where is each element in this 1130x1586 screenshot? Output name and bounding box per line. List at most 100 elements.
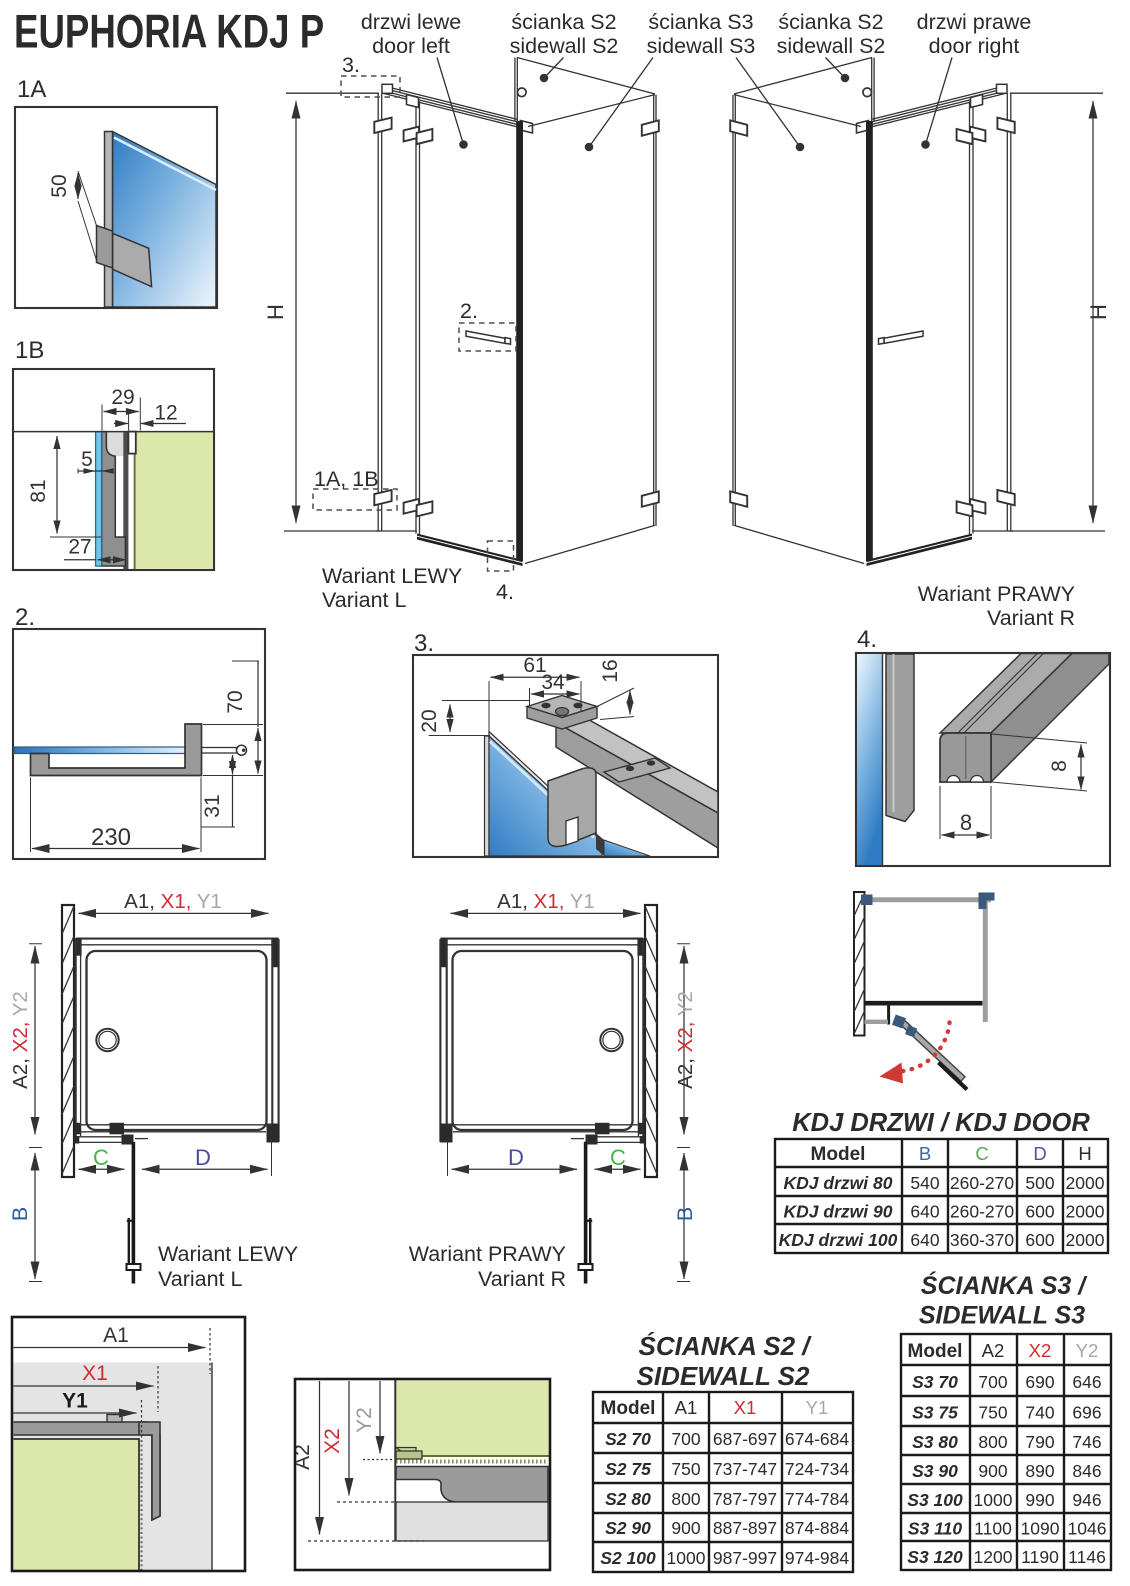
svg-text:D: D bbox=[508, 1145, 524, 1170]
svg-text:34: 34 bbox=[541, 671, 565, 694]
svg-text:S2 70: S2 70 bbox=[605, 1429, 651, 1449]
svg-text:Variant R: Variant R bbox=[987, 606, 1075, 630]
svg-text:KDJ drzwi 90: KDJ drzwi 90 bbox=[784, 1202, 893, 1222]
svg-text:600: 600 bbox=[1025, 1230, 1054, 1250]
svg-text:S3 70: S3 70 bbox=[912, 1372, 958, 1392]
svg-text:646: 646 bbox=[1072, 1372, 1101, 1392]
svg-text:A2: A2 bbox=[982, 1340, 1005, 1361]
svg-text:1A, 1B: 1A, 1B bbox=[314, 467, 379, 491]
svg-text:sidewall S3: sidewall S3 bbox=[647, 34, 756, 58]
svg-text:360-370: 360-370 bbox=[950, 1230, 1014, 1250]
svg-text:H: H bbox=[1078, 1143, 1091, 1164]
svg-text:Y1: Y1 bbox=[62, 1390, 88, 1413]
svg-text:70: 70 bbox=[224, 690, 247, 713]
svg-text:X1: X1 bbox=[82, 1362, 108, 1385]
svg-text:700: 700 bbox=[671, 1429, 700, 1449]
svg-text:737-747: 737-747 bbox=[713, 1459, 777, 1479]
svg-text:12: 12 bbox=[154, 402, 177, 425]
svg-text:KDJ drzwi 80: KDJ drzwi 80 bbox=[784, 1173, 893, 1193]
svg-text:X2: X2 bbox=[1029, 1340, 1052, 1361]
svg-text:540: 540 bbox=[910, 1173, 939, 1193]
svg-text:2.: 2. bbox=[15, 604, 35, 631]
svg-text:X2: X2 bbox=[321, 1428, 344, 1454]
svg-text:D: D bbox=[1033, 1143, 1046, 1164]
svg-text:C: C bbox=[975, 1143, 988, 1164]
svg-text:S2 100: S2 100 bbox=[600, 1548, 656, 1568]
svg-text:846: 846 bbox=[1072, 1461, 1101, 1481]
svg-text:1090: 1090 bbox=[1021, 1519, 1060, 1539]
svg-text:900: 900 bbox=[978, 1461, 1007, 1481]
svg-text:2000: 2000 bbox=[1066, 1173, 1105, 1193]
svg-text:990: 990 bbox=[1025, 1490, 1054, 1510]
svg-text:1046: 1046 bbox=[1068, 1519, 1107, 1539]
svg-text:2.: 2. bbox=[460, 299, 478, 323]
svg-text:SIDEWALL S3: SIDEWALL S3 bbox=[919, 1302, 1085, 1330]
svg-text:S3 120: S3 120 bbox=[907, 1547, 963, 1567]
svg-text:S3 100: S3 100 bbox=[907, 1490, 963, 1510]
svg-text:A1, X1, Y1: A1, X1, Y1 bbox=[497, 890, 595, 913]
svg-text:S3 110: S3 110 bbox=[908, 1519, 962, 1539]
svg-text:874-884: 874-884 bbox=[785, 1518, 849, 1538]
svg-text:1000: 1000 bbox=[667, 1548, 706, 1568]
svg-text:2000: 2000 bbox=[1066, 1230, 1105, 1250]
svg-text:B: B bbox=[8, 1207, 32, 1221]
svg-text:4.: 4. bbox=[496, 580, 514, 604]
svg-text:690: 690 bbox=[1025, 1372, 1054, 1392]
svg-text:700: 700 bbox=[978, 1372, 1007, 1392]
svg-text:door left: door left bbox=[372, 34, 450, 58]
svg-text:1190: 1190 bbox=[1021, 1547, 1059, 1567]
svg-text:S3 75: S3 75 bbox=[912, 1403, 958, 1423]
svg-text:746: 746 bbox=[1072, 1432, 1101, 1452]
svg-text:787-797: 787-797 bbox=[713, 1489, 777, 1509]
svg-text:ŚCIANKA S3 /: ŚCIANKA S3 / bbox=[921, 1271, 1088, 1300]
svg-text:ścianka S3: ścianka S3 bbox=[648, 10, 753, 34]
svg-text:A1, X1, Y1: A1, X1, Y1 bbox=[124, 890, 222, 913]
svg-text:740: 740 bbox=[1025, 1403, 1054, 1423]
svg-text:800: 800 bbox=[978, 1432, 1007, 1452]
svg-text:Y1: Y1 bbox=[806, 1397, 829, 1418]
svg-text:Variant L: Variant L bbox=[158, 1267, 242, 1291]
svg-text:B: B bbox=[919, 1143, 931, 1164]
svg-text:987-997: 987-997 bbox=[713, 1548, 777, 1568]
svg-text:5: 5 bbox=[81, 448, 93, 471]
svg-text:640: 640 bbox=[910, 1230, 939, 1250]
svg-text:1200: 1200 bbox=[974, 1547, 1013, 1567]
svg-text:800: 800 bbox=[671, 1489, 700, 1509]
svg-text:Model: Model bbox=[601, 1398, 656, 1419]
svg-text:Wariant PRAWY: Wariant PRAWY bbox=[918, 582, 1075, 606]
svg-text:D: D bbox=[195, 1145, 211, 1170]
svg-text:600: 600 bbox=[1025, 1202, 1054, 1222]
svg-text:31: 31 bbox=[201, 794, 224, 817]
svg-text:696: 696 bbox=[1072, 1403, 1101, 1423]
svg-text:1A: 1A bbox=[17, 76, 46, 103]
svg-text:KDJ DRZWI / KDJ DOOR: KDJ DRZWI / KDJ DOOR bbox=[792, 1109, 1090, 1137]
svg-text:KDJ drzwi 100: KDJ drzwi 100 bbox=[779, 1230, 898, 1250]
svg-text:687-697: 687-697 bbox=[713, 1429, 777, 1449]
svg-text:H: H bbox=[1086, 304, 1111, 320]
svg-text:SIDEWALL S2: SIDEWALL S2 bbox=[637, 1361, 810, 1391]
svg-text:20: 20 bbox=[418, 709, 441, 732]
svg-text:900: 900 bbox=[671, 1518, 700, 1538]
svg-text:774-784: 774-784 bbox=[785, 1489, 849, 1509]
svg-text:H: H bbox=[263, 304, 288, 320]
svg-text:61: 61 bbox=[523, 654, 546, 677]
svg-text:1B: 1B bbox=[15, 337, 44, 364]
svg-text:1100: 1100 bbox=[974, 1519, 1012, 1539]
svg-text:29: 29 bbox=[111, 386, 134, 409]
svg-text:750: 750 bbox=[978, 1403, 1007, 1423]
svg-text:ścianka S2: ścianka S2 bbox=[778, 10, 883, 34]
svg-text:1000: 1000 bbox=[974, 1490, 1013, 1510]
svg-text:A2: A2 bbox=[291, 1444, 314, 1470]
svg-text:drzwi prawe: drzwi prawe bbox=[917, 10, 1032, 34]
svg-text:27: 27 bbox=[68, 536, 91, 559]
svg-text:Wariant LEWY: Wariant LEWY bbox=[158, 1242, 298, 1266]
svg-text:Model: Model bbox=[908, 1341, 963, 1362]
svg-text:Variant R: Variant R bbox=[478, 1267, 566, 1291]
svg-text:260-270: 260-270 bbox=[950, 1202, 1014, 1222]
svg-text:C: C bbox=[610, 1145, 626, 1170]
svg-text:750: 750 bbox=[671, 1459, 700, 1479]
svg-text:50: 50 bbox=[48, 174, 71, 197]
svg-text:Wariant LEWY: Wariant LEWY bbox=[322, 564, 462, 588]
svg-text:16: 16 bbox=[599, 659, 622, 682]
svg-text:EUPHORIA KDJ P: EUPHORIA KDJ P bbox=[14, 5, 324, 57]
